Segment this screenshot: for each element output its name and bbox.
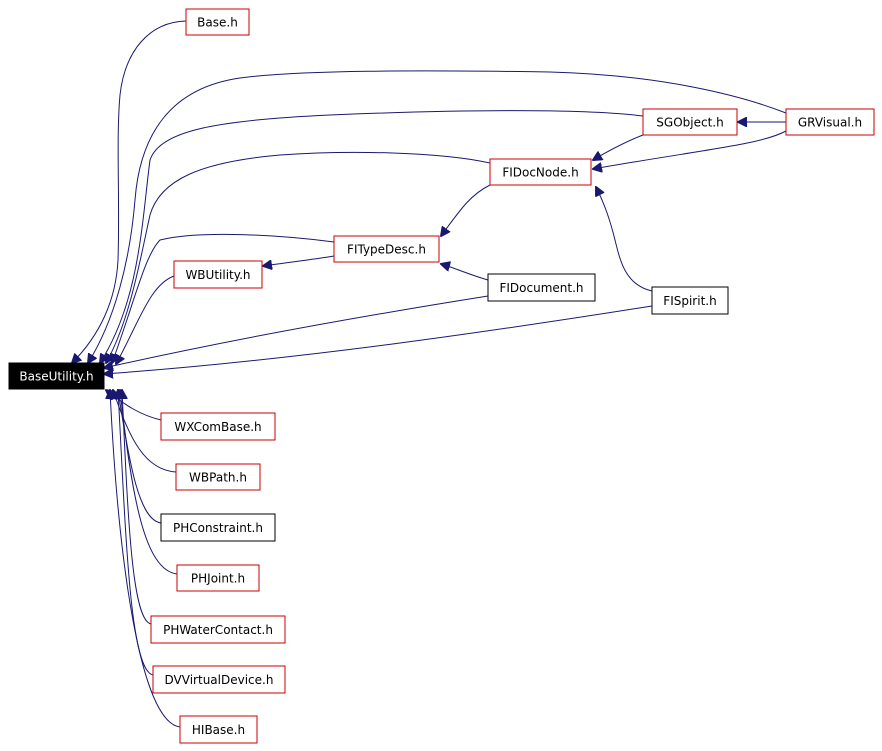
- node-label: WBPath.h: [189, 471, 247, 485]
- node-box: [487, 273, 596, 302]
- node-label: FISpirit.h: [663, 294, 716, 308]
- node-phwatercontact[interactable]: PHWaterContact.h: [150, 615, 286, 644]
- node-fispirit[interactable]: FISpirit.h: [651, 286, 729, 315]
- node-dvvirtualdevice[interactable]: DVVirtualDevice.h: [152, 665, 286, 694]
- edge-fidocnode-to-baseutility: [106, 151, 491, 363]
- node-box: [785, 108, 875, 136]
- edges-layer: [72, 20, 787, 728]
- edge-fispirit-to-fidocnode: [596, 187, 653, 292]
- node-label: GRVisual.h: [798, 116, 862, 130]
- node-label: FIDocument.h: [499, 281, 583, 295]
- node-box: [176, 564, 260, 592]
- node-phjoint[interactable]: PHJoint.h: [176, 564, 260, 592]
- node-box: [489, 158, 592, 186]
- edge-phjoint-to-baseutility: [120, 390, 178, 575]
- node-box: [160, 412, 276, 441]
- node-box: [160, 513, 276, 542]
- node-label: BaseUtility.h: [19, 370, 93, 384]
- edge-sgobject-to-baseutility: [100, 110, 644, 363]
- edge-fitypedesc-to-wbutility: [263, 255, 335, 266]
- edge-fidocument-to-fitypedesc: [441, 264, 489, 281]
- node-box: [152, 665, 286, 694]
- node-label: SGObject.h: [656, 116, 723, 130]
- node-fitypedesc[interactable]: FITypeDesc.h: [333, 235, 440, 263]
- node-box: [185, 8, 250, 36]
- node-box: [333, 235, 440, 263]
- node-sgobject[interactable]: SGObject.h: [642, 108, 738, 136]
- node-label: PHWaterContact.h: [163, 623, 273, 637]
- node-label: HIBase.h: [192, 723, 245, 737]
- edge-fitypedesc-to-baseutility: [112, 233, 335, 363]
- node-label: FITypeDesc.h: [347, 243, 426, 257]
- edge-base-to-baseutility: [72, 20, 187, 363]
- node-label: DVVirtualDevice.h: [165, 673, 274, 687]
- edge-hibase-to-baseutility: [110, 390, 181, 728]
- edge-dvvirtualdevice-to-baseutility: [118, 390, 154, 676]
- edge-grvisual-to-fidocnode: [593, 130, 787, 169]
- node-base[interactable]: Base.h: [185, 8, 250, 36]
- node-phconstraint[interactable]: PHConstraint.h: [160, 513, 276, 542]
- node-hibase[interactable]: HIBase.h: [179, 715, 258, 744]
- node-box: [150, 615, 286, 644]
- edge-fispirit-to-baseutility: [104, 305, 653, 374]
- node-box: [173, 260, 263, 289]
- node-box: [179, 715, 258, 744]
- nodes-layer: BaseUtility.h Base.h SGObject.h GRVisual…: [8, 8, 875, 744]
- edge-fidocument-to-baseutility: [104, 295, 489, 368]
- node-box: [8, 362, 105, 390]
- edge-grvisual-to-baseutility: [88, 70, 787, 363]
- node-wxcombase[interactable]: WXComBase.h: [160, 412, 276, 441]
- node-wbpath[interactable]: WBPath.h: [175, 463, 261, 491]
- edge-fidocnode-to-fitypedesc: [441, 184, 491, 236]
- edge-phconstraint-to-baseutility: [118, 390, 162, 524]
- node-box: [175, 463, 261, 491]
- node-label: WXComBase.h: [174, 420, 261, 434]
- node-fidocument[interactable]: FIDocument.h: [487, 273, 596, 302]
- node-wbutility[interactable]: WBUtility.h: [173, 260, 263, 289]
- edge-wbutility-to-baseutility: [116, 275, 175, 364]
- node-label: Base.h: [197, 16, 238, 30]
- node-label: WBUtility.h: [185, 268, 250, 282]
- edge-phwatercontact-to-baseutility: [122, 390, 152, 625]
- node-box: [642, 108, 738, 136]
- node-label: PHConstraint.h: [173, 521, 263, 535]
- node-grvisual[interactable]: GRVisual.h: [785, 108, 875, 136]
- node-base-utility[interactable]: BaseUtility.h: [8, 362, 105, 390]
- node-label: PHJoint.h: [191, 572, 245, 586]
- node-box: [651, 286, 729, 315]
- node-fidocnode[interactable]: FIDocNode.h: [489, 158, 592, 186]
- node-label: FIDocNode.h: [502, 166, 578, 180]
- edge-sgobject-to-fidocnode: [593, 134, 644, 160]
